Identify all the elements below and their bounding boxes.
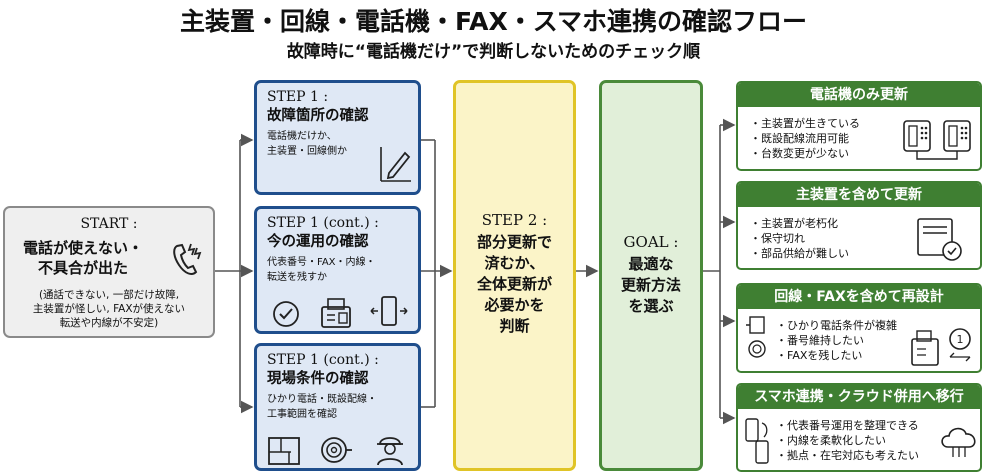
result-list: ひかり電話条件が複雑 番号維持したい FAXを残したい [776,318,897,363]
step1a-main: 故障箇所の確認 [267,108,369,124]
goal-lines: 最適な 更新方法 を選ぶ [602,254,700,317]
smartphone-sync-icon [745,418,769,464]
fax-yen-icon: 1 [911,328,971,366]
step1b-sub-line1: 代表番号・FAX・内線・ [267,257,376,268]
start-sub: (通話できない, 一部だけ故障, 主装置が怪しい, FAXが使えない 転送や内線… [5,288,213,330]
goal-line: 更新方法 [620,276,681,294]
result-phone-only: 電話機のみ更新 主装置が生きている 既設配線流用可能 台数変更が少ない [736,81,982,171]
result-title: 主装置を含めて更新 [738,183,980,207]
cloud-icon [941,427,976,457]
step2-heading: STEP 2 : [481,211,548,229]
step1a-sub-line1: 電話機だけか、 [267,131,337,142]
result-title: スマホ連携・クラウド併用へ移行 [738,385,980,409]
step1b-heading: STEP 1 (cont.) : [267,215,379,231]
result-item: FAXを残したい [776,348,897,363]
start-heading: START : [80,216,138,232]
step2-line: 済むか、 [484,254,545,272]
result-list: 主装置が生きている 既設配線流用可能 台数変更が少ない [750,116,860,161]
result-item: 代表番号運用を整理できる [776,418,919,433]
result-include-pbx: 主装置を含めて更新 主装置が老朽化 保守切れ 部品供給が難しい [736,181,982,270]
goal-line: 最適な [628,255,674,273]
result-item: 保守切れ [750,231,849,246]
step1a-heading: STEP 1 : [267,89,329,105]
result-item: 部品供給が難しい [750,246,849,261]
desk-phones-icon [903,120,971,160]
phone-ringing-icon [173,243,202,275]
result-title: 回線・FAXを含めて再設計 [738,285,980,309]
result-item: ひかり電話条件が複雑 [776,318,897,333]
start-main-line1: 電話が使えない・ [23,239,144,257]
start-main: 電話が使えない・ 不具合が出た [23,238,143,278]
step1c-sub-line2: 工事範囲を確認 [267,409,337,420]
step1c-sub: ひかり電話・既設配線・ 工事範囲を確認 [267,392,408,422]
fax-icon [321,298,351,328]
result-item: 既設配線流用可能 [750,131,860,146]
page-title: 主装置・回線・電話機・FAX・スマホ連携の確認フロー [179,7,808,36]
step1b-sub-line2: 転送を残すか [267,272,327,283]
step2-line: 判断 [499,317,530,335]
smartphone-arrows-icon [370,296,408,326]
step2-line: 全体更新が [476,275,552,293]
pen-drawing-icon [380,147,411,182]
goal-line: を選ぶ [628,297,674,315]
worker-icon [377,437,403,466]
start-main-line2: 不具合が出た [38,259,129,277]
step1c-sub-line1: ひかり電話・既設配線・ [267,394,377,405]
result-item: 拠点・在宅対応も考えたい [776,448,919,463]
cable-coil-icon [321,437,352,463]
pbx-check-icon [917,218,962,261]
step1-current-operation: STEP 1 (cont.) : 今の運用の確認 代表番号・FAX・内線・ 転送… [254,206,421,334]
step2-line: 部分更新で [476,233,552,251]
check-circle-icon [273,301,299,327]
result-item: 主装置が老朽化 [750,216,849,231]
step2-lines: 部分更新で 済むか、 全体更新が 必要かを 判断 [456,232,573,337]
step1c-main: 現場条件の確認 [267,371,369,387]
svg-text:1: 1 [957,333,964,346]
result-title: 電話機のみ更新 [738,83,980,107]
start-sub-line2: 主装置が怪しい, FAXが使えない [32,303,186,315]
step1b-main: 今の運用の確認 [267,234,369,250]
start-sub-line1: (通話できない, 一部だけ故障, [38,289,180,301]
result-list: 代表番号運用を整理できる 内線を柔軟化したい 拠点・在宅対応も考えたい [776,418,919,463]
page-subtitle: 故障時に“電話機だけ”で判断しないためのチェック順 [286,42,701,62]
step1b-sub: 代表番号・FAX・内線・ 転送を残すか [267,255,408,285]
step1a-sub: 電話機だけか、 主装置・回線側か [267,129,408,159]
start-sub-line3: 転送や内線が不安定) [59,317,159,329]
result-item: 台数変更が少ない [750,146,860,161]
step2-line: 必要かを [484,296,545,314]
result-list: 主装置が老朽化 保守切れ 部品供給が難しい [750,216,849,261]
start-node: START : 電話が使えない・ 不具合が出た (通話できない, 一部だけ故障,… [3,206,215,338]
goal-heading: GOAL : [623,233,679,251]
result-item: 主装置が生きている [750,116,860,131]
step1-fault-location: STEP 1 : 故障箇所の確認 電話機だけか、 主装置・回線側か [254,80,421,195]
result-item: 内線を柔軟化したい [776,433,919,448]
result-item: 番号維持したい [776,333,897,348]
step2-decision: STEP 2 : 部分更新で 済むか、 全体更新が 必要かを 判断 [453,80,576,471]
result-smartphone-cloud: スマホ連携・クラウド併用へ移行 代表番号運用を整理できる 内線を柔軟化したい 拠… [736,383,982,472]
step1-site-conditions: STEP 1 (cont.) : 現場条件の確認 ひかり電話・既設配線・ 工事範… [254,343,421,471]
step1c-heading: STEP 1 (cont.) : [267,352,379,368]
floor-plan-icon [268,437,300,465]
goal-node: GOAL : 最適な 更新方法 を選ぶ [599,80,703,471]
step1a-sub-line2: 主装置・回線側か [267,146,347,157]
cable-fax-icon [746,316,766,358]
result-redesign-line-fax: 回線・FAXを含めて再設計 ひかり電話条件が複雑 番号維持したい FAXを残した… [736,283,982,373]
